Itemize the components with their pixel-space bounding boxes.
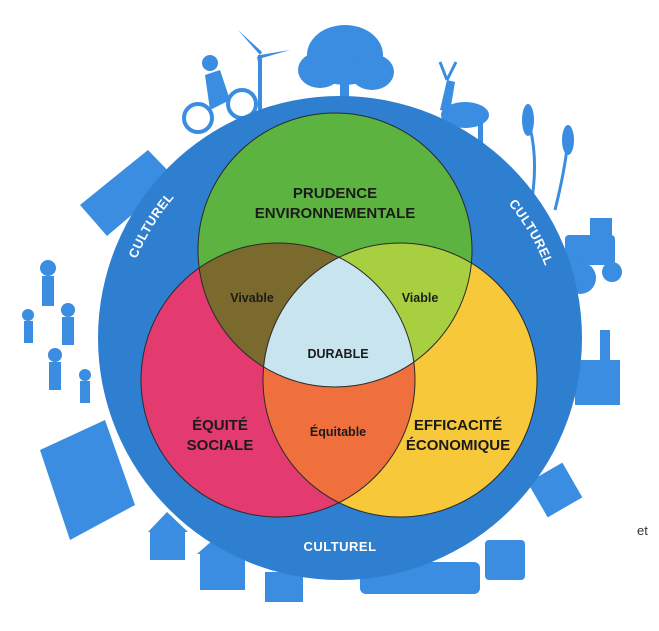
social-label-line2: SOCIALE [187, 437, 254, 454]
windmill-icon [238, 30, 290, 125]
deer-icon [438, 61, 489, 148]
economic-label-line2: ÉCONOMIQUE [406, 437, 510, 454]
factory-icon [527, 330, 620, 518]
equitable-label: Équitable [310, 424, 366, 439]
economic-label-line1: EFFICACITÉ [414, 417, 502, 434]
stray-text: et [637, 523, 648, 538]
ring-label-bottom: CULTUREL [303, 539, 376, 554]
environment-label-line1: PRUDENCE [293, 185, 377, 202]
environment-label-line2: ENVIRONNEMENTALE [255, 205, 416, 222]
people-icon [22, 260, 91, 403]
bus-icon [80, 150, 175, 236]
social-label-line1: ÉQUITÉ [192, 417, 248, 434]
vivable-label: Vivable [230, 291, 274, 305]
durable-label: DURABLE [307, 347, 368, 361]
viable-label: Viable [402, 291, 439, 305]
building-icon [40, 420, 135, 540]
